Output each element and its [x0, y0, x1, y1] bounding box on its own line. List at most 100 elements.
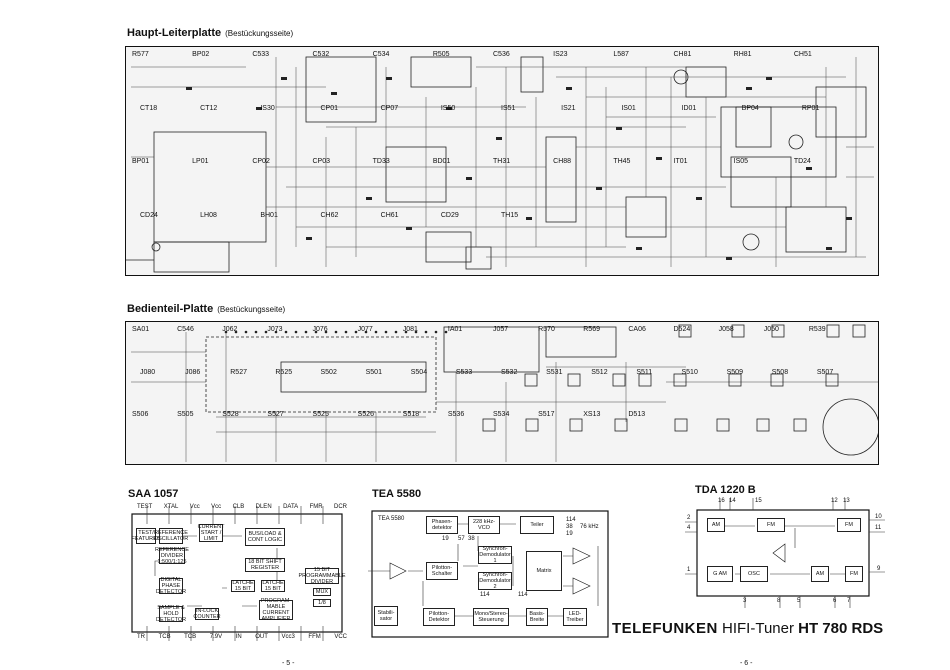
component-label: R525	[275, 368, 293, 376]
component-label: S527	[267, 411, 284, 419]
component-label: CH88	[553, 158, 572, 165]
component-label: S526	[357, 411, 374, 419]
brand-product: HIFI-Tuner	[722, 620, 794, 637]
tea-teiler-block: Teiler	[520, 516, 554, 534]
tda-pin-3: 3	[743, 598, 747, 604]
tea5580-outline	[368, 510, 609, 638]
component-label: C536	[493, 51, 510, 58]
tda1220b-outline	[685, 498, 885, 608]
tda-pin-4: 4	[687, 525, 691, 531]
component-label: IS30	[260, 104, 275, 112]
tea-inner-label: TEA 5580	[378, 516, 405, 522]
component-label: LP01	[192, 158, 209, 165]
saa-samplehold-block: SAMPLE & HOLD DETECTOR	[155, 605, 187, 623]
brand-line: TELEFUNKEN HIFI-Tuner HT 780 RDS	[612, 620, 883, 637]
component-label: IS50	[440, 104, 456, 112]
tda-pin-15: 15	[755, 498, 762, 504]
saa1057-title: SAA 1057	[128, 488, 179, 500]
tda-pin-16: 16	[718, 498, 725, 504]
main-board-title: Haupt-Leiterplatte(Bestückungsseite)	[127, 27, 294, 39]
tea5580-title: TEA 5580	[372, 488, 422, 500]
tda-pin-13: 13	[843, 498, 850, 504]
component-label: BP02	[192, 51, 210, 58]
component-label: CH61	[380, 211, 399, 219]
component-label: S532	[501, 368, 518, 376]
component-label: S505	[177, 411, 194, 419]
saa-shift-block: 18 BIT SHIFT REGISTER	[245, 558, 285, 572]
saa-test-block: TEST/ FEATURES	[131, 528, 161, 544]
component-label: J062	[222, 326, 238, 333]
tda-pin-11: 11	[875, 525, 882, 531]
component-label: IS01	[621, 104, 636, 112]
component-label: J050	[763, 326, 779, 333]
tea5580-block-diagram: TEA 5580 Phasen- detektor 228 kHz- VCO T…	[368, 506, 616, 641]
component-label: CP02	[252, 158, 270, 165]
component-label: CA06	[628, 326, 646, 333]
component-label: C546	[177, 326, 194, 333]
tea-pin-38: 38	[468, 536, 475, 542]
component-label: CP03	[312, 158, 331, 165]
page-number-left: - 5 -	[282, 660, 295, 667]
component-label: RH81	[733, 51, 752, 58]
component-label: TH45	[613, 158, 631, 165]
main-board-traces	[126, 56, 874, 273]
component-label: S528	[222, 411, 239, 419]
component-label: S518	[402, 411, 420, 419]
component-label: CT18	[140, 104, 158, 112]
component-label: S502	[320, 368, 337, 376]
component-label: CP07	[380, 104, 399, 112]
component-label: S506	[132, 411, 149, 419]
tda-am2-block: FM	[757, 518, 785, 532]
panel-board-traces	[131, 324, 878, 462]
saa-inlock-block: IN-LOCK COUNTER	[193, 608, 221, 620]
component-label: BH01	[260, 211, 278, 219]
component-label: SA01	[132, 326, 150, 333]
tea-freq-114: 114	[566, 517, 576, 523]
component-label: J077	[357, 326, 373, 333]
component-label: S508	[771, 368, 789, 376]
saa-digital-block: DIGITAL PHASE DETECTOR	[155, 577, 187, 595]
tda-fm-top-block: FM	[837, 518, 861, 532]
tda1220b-block-diagram: 16 14 15 12 13 2 4 1 10 11 9 3 8 5 6 7 A…	[685, 498, 885, 608]
saa-busload-block: BUS/LOAD & CONT LOGIC	[245, 528, 285, 546]
saa-latch2-block: LATCHE 15 BIT	[261, 580, 285, 592]
saa1057-outline	[131, 506, 343, 641]
tea-pin-114a: 114	[480, 592, 490, 598]
saa-current-block: CURRENT START / LIMIT	[197, 524, 225, 542]
component-label: J058	[718, 326, 734, 333]
component-label: CT12	[200, 104, 218, 112]
tda-pin-10: 10	[875, 514, 882, 520]
component-label: CD29	[440, 211, 459, 219]
tea-mono-block: Mono/Stereo- Steuerung	[473, 608, 509, 626]
component-label: S511	[636, 368, 653, 376]
component-label: R527	[230, 368, 247, 376]
tda-pin-9: 9	[877, 566, 881, 572]
component-label: BD01	[432, 158, 451, 165]
component-label: D513	[628, 411, 646, 419]
tea-matrix-block: Matrix	[526, 551, 562, 591]
tda-osc-block: OSC	[740, 566, 768, 582]
component-label: R570	[538, 326, 555, 333]
component-label: TH31	[493, 158, 511, 165]
component-label: ID01	[681, 104, 697, 112]
component-label: IS23	[553, 51, 568, 58]
tda-fm-bottom-block: FM	[845, 566, 863, 582]
tea-pin-19: 19	[442, 536, 449, 542]
tea-freq-76: 76 kHz	[580, 524, 599, 530]
component-label: J081	[402, 326, 418, 333]
component-label: C534	[372, 51, 390, 58]
component-label: S512	[591, 368, 608, 376]
tda-am3-block: AM	[811, 566, 829, 582]
tea-freq-38: 38	[566, 524, 573, 530]
component-label: S510	[681, 368, 698, 376]
tea-piloton-block: Pilotton- Schalter	[426, 562, 458, 580]
component-label: J080	[140, 368, 156, 376]
component-label: CH62	[320, 211, 339, 219]
tda-pin-6: 6	[833, 598, 837, 604]
component-label: S509	[726, 368, 743, 376]
component-label: R569	[583, 326, 600, 333]
